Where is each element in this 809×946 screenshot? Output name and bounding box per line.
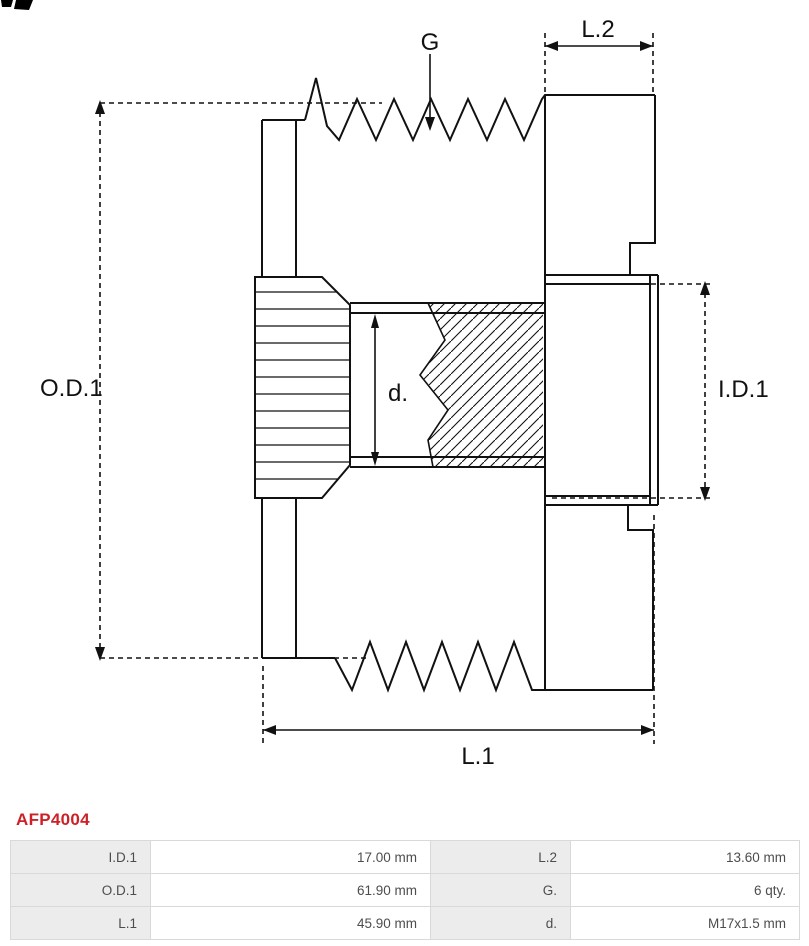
dim-label-l1: L.1 (461, 743, 494, 770)
break-line (418, 302, 449, 468)
spec-value: M17x1.5 mm (570, 906, 800, 940)
pulley-diagram: G L.2 O.D.1 d. I.D.1 L.1 (40, 16, 769, 770)
spec-value: 13.60 mm (570, 840, 800, 874)
spec-key: d. (430, 906, 571, 940)
dim-label-od1: O.D.1 (40, 375, 103, 402)
spec-key: L.2 (430, 840, 571, 874)
spec-value: 45.90 mm (150, 906, 431, 940)
spec-value: 61.90 mm (150, 873, 431, 907)
dim-label-id1: I.D.1 (718, 376, 769, 403)
dim-label-l2: L.2 (581, 16, 614, 43)
dimension-lines (95, 33, 712, 744)
table-row: L.1 45.90 mm d. M17x1.5 mm (10, 906, 800, 940)
table-row: O.D.1 61.90 mm G. 6 qty. (10, 873, 800, 907)
bore-section (350, 302, 545, 468)
spec-key: O.D.1 (10, 873, 151, 907)
logo-fragment (1, 0, 33, 10)
dim-label-d: d. (388, 380, 408, 407)
spec-key: G. (430, 873, 571, 907)
spec-value: 6 qty. (570, 873, 800, 907)
dim-label-g: G (421, 29, 440, 56)
product-code: AFP4004 (16, 810, 90, 829)
knurl-section (254, 276, 351, 499)
thread-hatch (420, 303, 543, 467)
spec-key: L.1 (10, 906, 151, 940)
spec-table: I.D.1 17.00 mm L.2 13.60 mm O.D.1 61.90 … (10, 840, 800, 940)
spec-key: I.D.1 (10, 840, 151, 874)
spec-value: 17.00 mm (150, 840, 431, 874)
table-row: I.D.1 17.00 mm L.2 13.60 mm (10, 840, 800, 874)
